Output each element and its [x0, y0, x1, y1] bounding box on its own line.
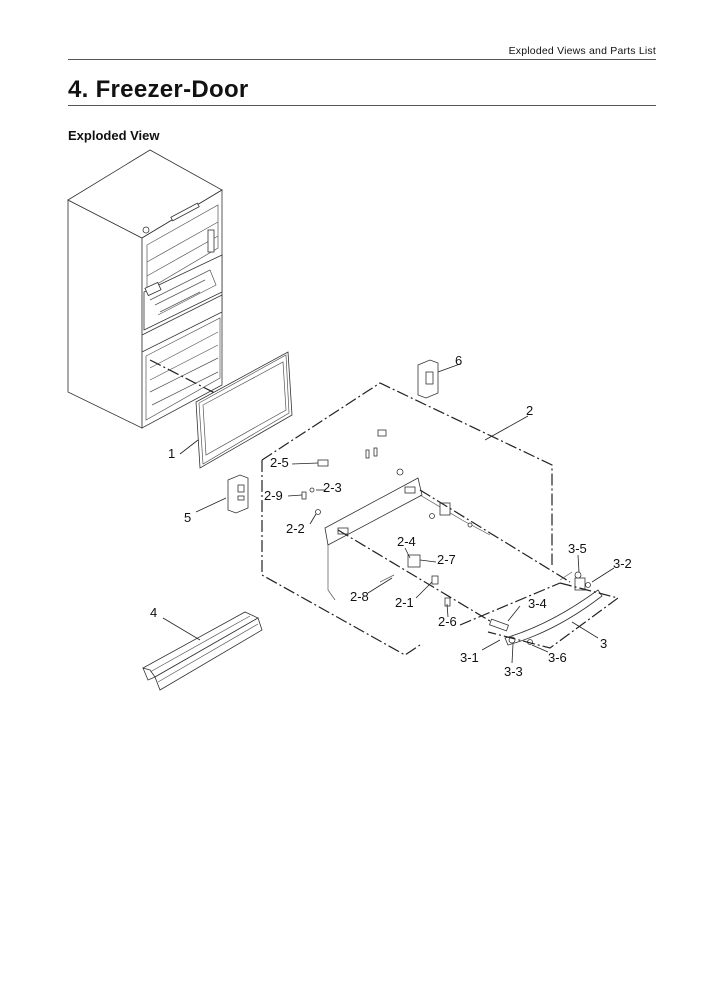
subsection-title: Exploded View	[68, 128, 160, 143]
callout-6: 6	[455, 353, 462, 368]
callout-3-2: 3-2	[613, 556, 632, 571]
refrigerator-cabinet	[67, 149, 223, 429]
callout-3-3: 3-3	[504, 664, 523, 679]
callout-2-2: 2-2	[286, 521, 305, 536]
door-frame	[301, 429, 571, 631]
callout-3-1: 3-1	[460, 650, 479, 665]
callout-labels: 1 2 2-1 2-2 2-3 2-4 2-5 2-6 2-7 2-8 2-9 …	[150, 353, 632, 679]
callout-3-5: 3-5	[568, 541, 587, 556]
part-6-bracket	[417, 359, 439, 399]
part-5-bracket	[227, 474, 249, 514]
callout-3-4: 3-4	[528, 596, 547, 611]
running-header: Exploded Views and Parts List	[508, 45, 656, 57]
part-4-handle	[142, 611, 263, 691]
part-2-assembly-boundary	[261, 382, 561, 656]
callout-leaders	[162, 363, 615, 664]
callout-2-4: 2-4	[397, 534, 416, 549]
callout-5: 5	[184, 510, 191, 525]
section-title: 4. Freezer-Door	[68, 76, 249, 103]
part-3-rail-assembly	[487, 571, 620, 649]
callout-2-7: 2-7	[437, 552, 456, 567]
callout-3: 3	[600, 636, 607, 651]
callout-2-3: 2-3	[323, 480, 342, 495]
callout-3-6: 3-6	[548, 650, 567, 665]
callout-2-6: 2-6	[438, 614, 457, 629]
callout-2-5: 2-5	[270, 455, 289, 470]
header-rule	[68, 59, 656, 60]
part-1-gasket	[195, 351, 293, 469]
section-rule	[68, 105, 656, 106]
callout-1: 1	[168, 446, 175, 461]
callout-4: 4	[150, 605, 157, 620]
callout-2: 2	[526, 403, 533, 418]
callout-2-1: 2-1	[395, 595, 414, 610]
callout-2-8: 2-8	[350, 589, 369, 604]
callout-2-9: 2-9	[264, 488, 283, 503]
